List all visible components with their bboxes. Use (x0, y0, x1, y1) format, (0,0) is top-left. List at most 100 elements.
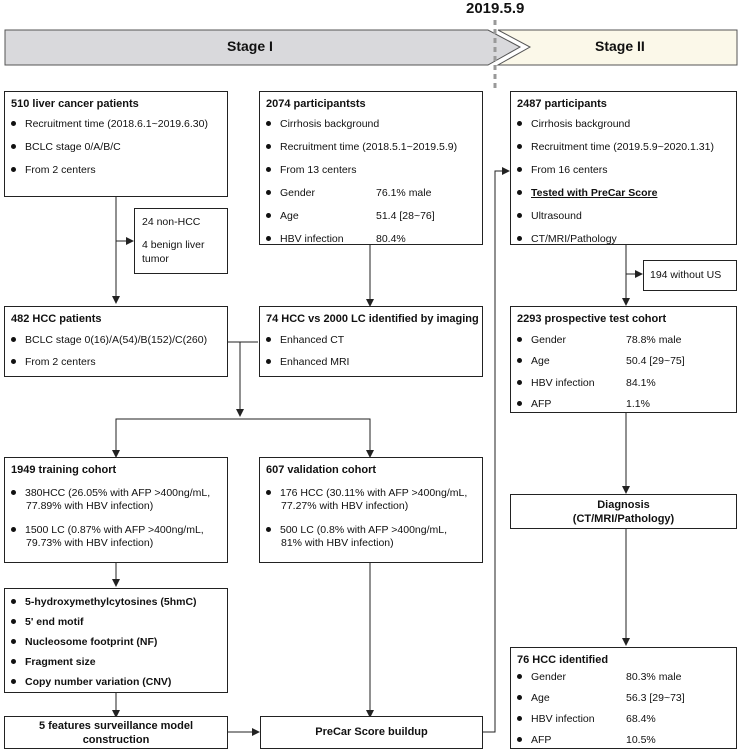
list-item: Ultrasound (517, 210, 582, 223)
feature-item: Fragment size (11, 656, 96, 669)
list-item: Enhanced MRI (266, 356, 349, 369)
bullet-icon (11, 359, 16, 364)
list-item: BCLC stage 0(16)/A(54)/B(152)/C(260) (11, 334, 207, 347)
box-without-us: 194 without US (643, 260, 737, 291)
date-marker: 2019.5.9 (466, 0, 525, 17)
bullet-icon (266, 337, 271, 342)
bullet-icon (11, 619, 16, 624)
bullet-icon (266, 121, 271, 126)
list-item-continued: 77.27% with HBV infection) (281, 500, 409, 512)
bullet-icon (11, 639, 16, 644)
feature-item: 5-hydroxymethylcytosines (5hmC) (11, 596, 197, 609)
list-item: Cirrhosis background (266, 118, 379, 131)
box-diagnosis: Diagnosis (CT/MRI/Pathology) (510, 494, 737, 529)
bullet-icon (266, 144, 271, 149)
bullet-icon (517, 167, 522, 172)
list-item: Recruitment time (2018.6.1~2019.6.30) (11, 118, 208, 131)
bullet-icon (266, 213, 271, 218)
bullet-icon (266, 527, 271, 532)
feature-item: Copy number variation (CNV) (11, 676, 171, 689)
bullet-icon (266, 167, 271, 172)
bullet-icon (11, 659, 16, 664)
precar-label: PreCar Score buildup (315, 726, 428, 738)
box-482-hcc-patients: 482 HCC patients BCLC stage 0(16)/A(54)/… (4, 306, 228, 377)
feature-item: Nucleosome footprint (NF) (11, 636, 157, 649)
list-item: Enhanced CT (266, 334, 344, 347)
box-model-construction: 5 features surveillance model constructi… (4, 716, 228, 749)
bullet-icon (266, 359, 271, 364)
box-imaging: 74 HCC vs 2000 LC identified by imaging … (259, 306, 483, 377)
split-line (115, 418, 371, 455)
diagnosis-line: Diagnosis (597, 499, 650, 511)
box-2074-participants: 2074 participantsts Cirrhosis background… (259, 91, 483, 245)
box-excluded: 24 non-HCC 4 benign liver tumor (134, 208, 228, 274)
feature-item: 5' end motif (11, 616, 84, 629)
model-line: construction (82, 734, 150, 746)
box-title: 607 validation cohort (266, 464, 377, 476)
bullet-icon (11, 490, 16, 495)
excluded-line: 4 benign liver (142, 239, 205, 251)
box-precar-buildup: PreCar Score buildup (260, 716, 483, 749)
list-item: 500 LC (0.8% with AFP >400ng/mL, (266, 524, 447, 537)
bullet-icon (517, 121, 522, 126)
arrow-precar-stage2 (482, 167, 510, 733)
box-2487-participants: 2487 participants Cirrhosis background R… (510, 91, 737, 245)
box-training-cohort: 1949 training cohort 380HCC (26.05% with… (4, 457, 228, 563)
excluded-line: tumor (142, 253, 169, 265)
list-item: From 16 centers (517, 164, 607, 177)
list-item: From 2 centers (11, 164, 96, 177)
box-validation-cohort: 607 validation cohort 176 HCC (30.11% wi… (259, 457, 483, 563)
list-item: 1500 LC (0.87% with AFP >400ng/mL, (11, 524, 204, 537)
bullet-icon (11, 144, 16, 149)
stage1-label: Stage I (227, 38, 273, 54)
box-title: 482 HCC patients (11, 313, 102, 325)
bullet-icon (517, 144, 522, 149)
list-item-continued: 79.73% with HBV infection) (26, 537, 154, 549)
box-liver-cancer-patients: 510 liver cancer patients Recruitment ti… (4, 91, 228, 197)
excluded-line: 24 non-HCC (142, 216, 201, 228)
bullet-icon (266, 490, 271, 495)
list-item: Recruitment time (2018.5.1~2019.5.9) (266, 141, 457, 154)
bullet-icon (517, 337, 522, 342)
stage1-banner (4, 29, 522, 66)
list-item-continued: 77.89% with HBV infection) (26, 500, 154, 512)
list-item: CT/MRI/Pathology (517, 233, 617, 246)
bullet-icon (11, 121, 16, 126)
bullet-icon (517, 213, 522, 218)
bullet-icon (11, 679, 16, 684)
bullet-icon (517, 695, 522, 700)
box-title: 1949 training cohort (11, 464, 117, 476)
bullet-icon (517, 401, 522, 406)
stage2-label: Stage II (595, 38, 645, 54)
list-item: From 13 centers (266, 164, 356, 177)
diagnosis-line: (CT/MRI/Pathology) (572, 513, 675, 525)
list-item: Tested with PreCar Score (517, 187, 657, 200)
bullet-icon (517, 737, 522, 742)
list-item: From 2 centers (11, 356, 96, 369)
bullet-icon (517, 716, 522, 721)
box-title: 2487 participants (517, 98, 607, 110)
bullet-icon (11, 527, 16, 532)
bullet-icon (11, 599, 16, 604)
bullet-icon (517, 674, 522, 679)
bullet-icon (11, 167, 16, 172)
list-item: Cirrhosis background (517, 118, 630, 131)
bullet-icon (266, 190, 271, 195)
bullet-icon (517, 358, 522, 363)
box-title: 76 HCC identified (517, 654, 609, 666)
model-line: 5 features surveillance model (38, 720, 194, 732)
bullet-icon (11, 337, 16, 342)
list-item: Recruitment time (2019.5.9~2020.1.31) (517, 141, 714, 154)
bullet-icon (517, 190, 522, 195)
